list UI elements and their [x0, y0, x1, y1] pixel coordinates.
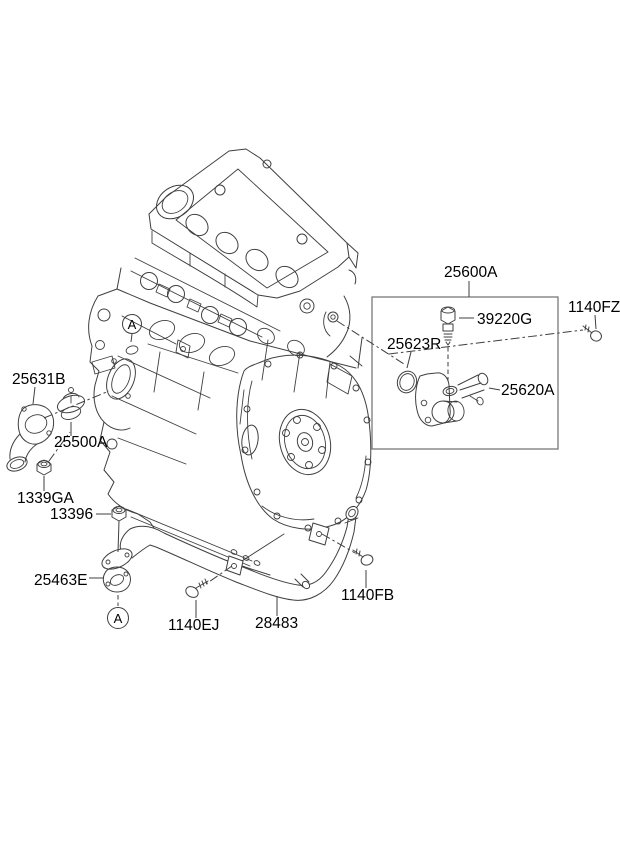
part-label-25463E[interactable]: 25463E [34, 572, 87, 589]
part-bolt-1140FZ [582, 324, 602, 342]
callout-a-bottom-letter: A [114, 611, 123, 626]
detail-box-25600A [371, 296, 559, 450]
part-label-39220G[interactable]: 39220G [477, 311, 532, 328]
part-label-25623R[interactable]: 25623R [387, 336, 441, 353]
valve-cover [148, 148, 359, 308]
pipe-flange-end [101, 548, 133, 570]
front-cover-details [91, 308, 136, 450]
leader-label-25623R [406, 351, 412, 369]
part-thermostat-25500A [56, 387, 86, 420]
part-sensor-39220G [440, 306, 456, 382]
part-housing-25620A [415, 372, 489, 427]
part-nut-13396 [111, 505, 127, 522]
part-label-25620A[interactable]: 25620A [501, 382, 555, 399]
part-label-28483[interactable]: 28483 [255, 615, 298, 632]
leader-nut13396-to-flange [117, 520, 120, 553]
detail-box-border [371, 296, 559, 450]
part-label-25631B[interactable]: 25631B [12, 371, 65, 388]
callout-a-engine: A [122, 314, 142, 355]
leader-label-1140FZ [594, 314, 597, 330]
leader-label-25620A [488, 387, 501, 391]
coolant-pipe-28483 [101, 505, 359, 601]
part-label-1339GA[interactable]: 1339GA [17, 490, 75, 507]
part-label-1140EJ[interactable]: 1140EJ [168, 617, 219, 634]
bell-rim-bolts [241, 351, 372, 532]
engine-block [88, 288, 363, 576]
part-label-13396[interactable]: 13396 [50, 506, 93, 523]
part-oring-25623R [396, 370, 418, 394]
part-bolt-1140EJ [185, 578, 209, 598]
leader-engine-to-box [336, 320, 405, 365]
bell-housing-flywheel [236, 351, 372, 532]
part-nut-1339GA [36, 459, 52, 476]
leader-inlet-to-engine [43, 390, 110, 419]
part-bolt-1140FB [352, 548, 374, 566]
leader-bracket1-to-boltEJ [205, 565, 233, 585]
pipe-bracket-1 [225, 555, 244, 576]
part-label-1140FZ[interactable]: 1140FZ [568, 299, 620, 316]
part-label-25600A[interactable]: 25600A [444, 264, 498, 281]
part-label-25500A[interactable]: 25500A [54, 434, 108, 451]
callout-a-bottom: A [107, 607, 129, 629]
leader-bracket2-to-boltFB [321, 533, 356, 554]
part-water-inlet-25631B [6, 404, 55, 472]
pipe-stub-nipple [294, 573, 310, 588]
leader-label-25631B [32, 386, 36, 405]
leader-lines [32, 281, 597, 618]
part-gasket-25463E [102, 566, 131, 593]
pipe-bracket-2 [308, 522, 330, 546]
part-label-1140FB[interactable]: 1140FB [341, 587, 394, 604]
leader-nut-to-thermostat [48, 431, 71, 462]
part-labels: 25631B 25500A 1339GA 13396 25463E 1140EJ… [12, 264, 620, 634]
cylinder-head [116, 257, 363, 369]
engine-drawing [88, 148, 372, 576]
leader-housing-to-boltFZ [388, 329, 584, 355]
callout-a-engine-letter: A [128, 317, 137, 332]
